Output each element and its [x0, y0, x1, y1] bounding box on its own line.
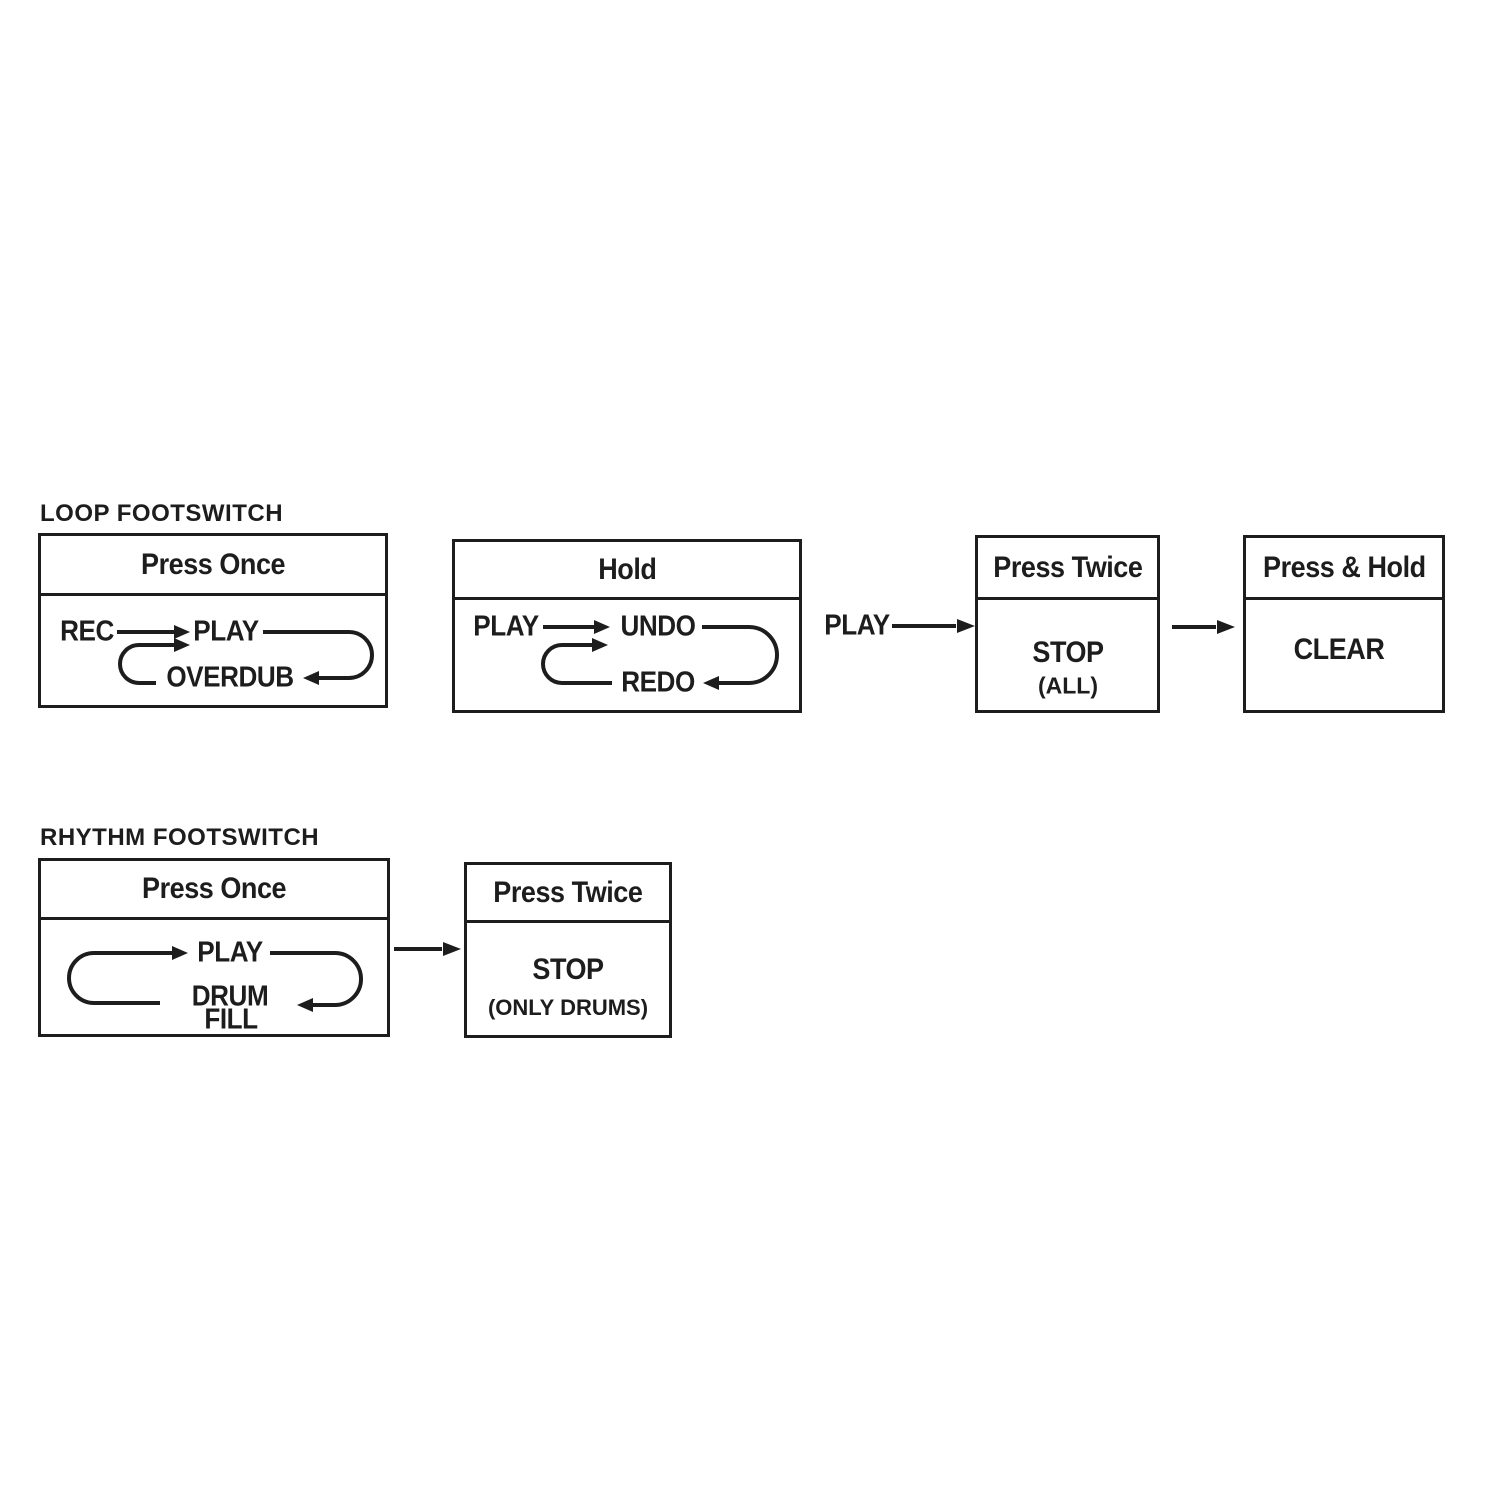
loop-press-twice-box: Press Twice STOP (ALL)	[975, 535, 1160, 713]
arrowhead-right-icon	[957, 619, 975, 633]
loop-press-and-hold-box: Press & Hold CLEAR	[1243, 535, 1445, 713]
state-play: PLAY	[473, 610, 539, 643]
loop-press-once-box: Press Once REC PLAY OVERDUB	[38, 533, 388, 708]
state-undo: UNDO	[620, 610, 696, 643]
arrowhead-right-icon	[443, 942, 461, 956]
action-stop: STOP	[1032, 636, 1104, 669]
state-overdub: OVERDUB	[166, 661, 294, 694]
loop-press-and-hold-header: Press & Hold	[1246, 538, 1442, 600]
loop-hold-header: Hold	[455, 542, 799, 600]
state-redo: REDO	[621, 666, 695, 699]
rhythm-press-once-box: Press Once PLAY DRUM FILL	[38, 858, 390, 1037]
loop-hold-body: PLAY UNDO REDO	[452, 539, 802, 713]
header-label: Press Twice	[493, 875, 643, 909]
header-label: Hold	[597, 552, 657, 586]
connector-play-label: PLAY	[824, 609, 890, 642]
state-rec: REC	[60, 615, 114, 648]
loop-press-twice-header: Press Twice	[978, 538, 1157, 600]
arrowhead-right-icon	[1217, 620, 1235, 634]
rhythm-press-once-header: Press Once	[41, 861, 387, 920]
rhythm-footswitch-label: RHYTHM FOOTSWITCH	[40, 824, 320, 851]
action-stop: STOP	[532, 953, 604, 986]
rhythm-press-once-body: PLAY DRUM FILL	[38, 858, 390, 1037]
header-label: Press Once	[141, 872, 287, 905]
rhythm-press-twice-header: Press Twice	[467, 865, 669, 923]
header-label: Press Once	[140, 547, 286, 581]
loop-press-once-body: REC PLAY OVERDUB	[38, 533, 388, 708]
state-play: PLAY	[197, 936, 263, 969]
state-drum: DRUM	[191, 980, 269, 1013]
action-clear: CLEAR	[1293, 633, 1385, 666]
header-label: Press & Hold	[1262, 550, 1426, 584]
header-label: Press Twice	[992, 550, 1143, 584]
state-play: PLAY	[193, 615, 259, 648]
qualifier-only-drums: (ONLY DRUMS)	[487, 995, 649, 1020]
rhythm-press-twice-body: STOP (ONLY DRUMS)	[464, 862, 672, 1038]
loop-hold-box: Hold PLAY UNDO REDO	[452, 539, 802, 713]
loop-press-twice-body: STOP (ALL)	[975, 535, 1160, 713]
loop-press-once-header: Press Once	[41, 536, 385, 596]
rhythm-press-twice-box: Press Twice STOP (ONLY DRUMS)	[464, 862, 672, 1038]
loop-press-and-hold-body: CLEAR	[1243, 535, 1445, 713]
qualifier-all: (ALL)	[1037, 672, 1099, 699]
state-fill: FILL	[204, 1003, 258, 1036]
loop-footswitch-label: LOOP FOOTSWITCH	[40, 500, 284, 527]
